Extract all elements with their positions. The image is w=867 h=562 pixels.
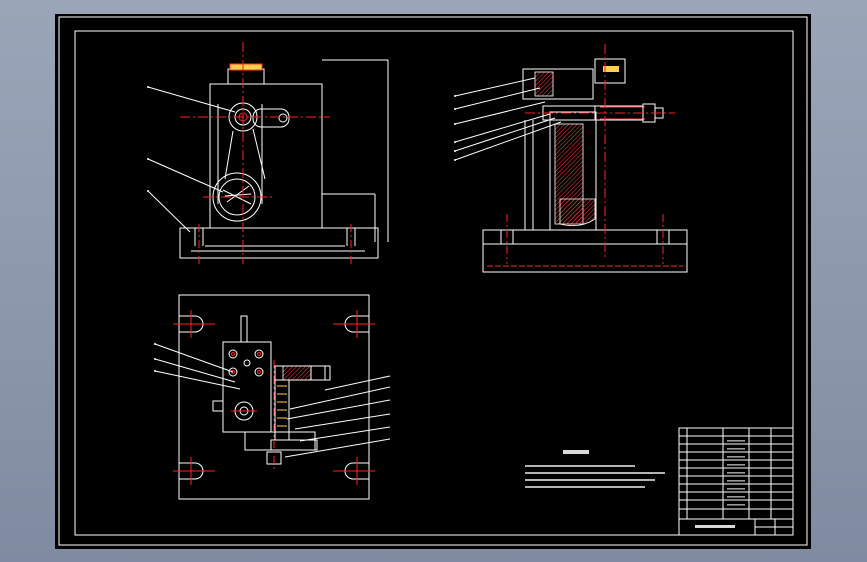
cam-lever xyxy=(252,108,290,128)
technical-notes xyxy=(525,450,665,488)
title-block[interactable] xyxy=(678,427,794,536)
upright-body xyxy=(209,83,323,229)
front-view[interactable] xyxy=(147,42,389,264)
title-block-frame xyxy=(678,427,794,536)
side-view[interactable] xyxy=(454,44,688,273)
drawing-sheet xyxy=(58,16,808,546)
top-cap xyxy=(227,68,265,85)
top-clamp-assembly xyxy=(522,68,594,100)
top-base-plate xyxy=(178,294,370,500)
outer-border xyxy=(58,16,808,546)
inner-frame xyxy=(74,30,794,536)
top-knob xyxy=(229,63,263,71)
side-column xyxy=(549,111,597,231)
top-view[interactable] xyxy=(154,294,391,500)
cad-viewport[interactable] xyxy=(55,14,811,549)
base-plate xyxy=(179,227,379,259)
